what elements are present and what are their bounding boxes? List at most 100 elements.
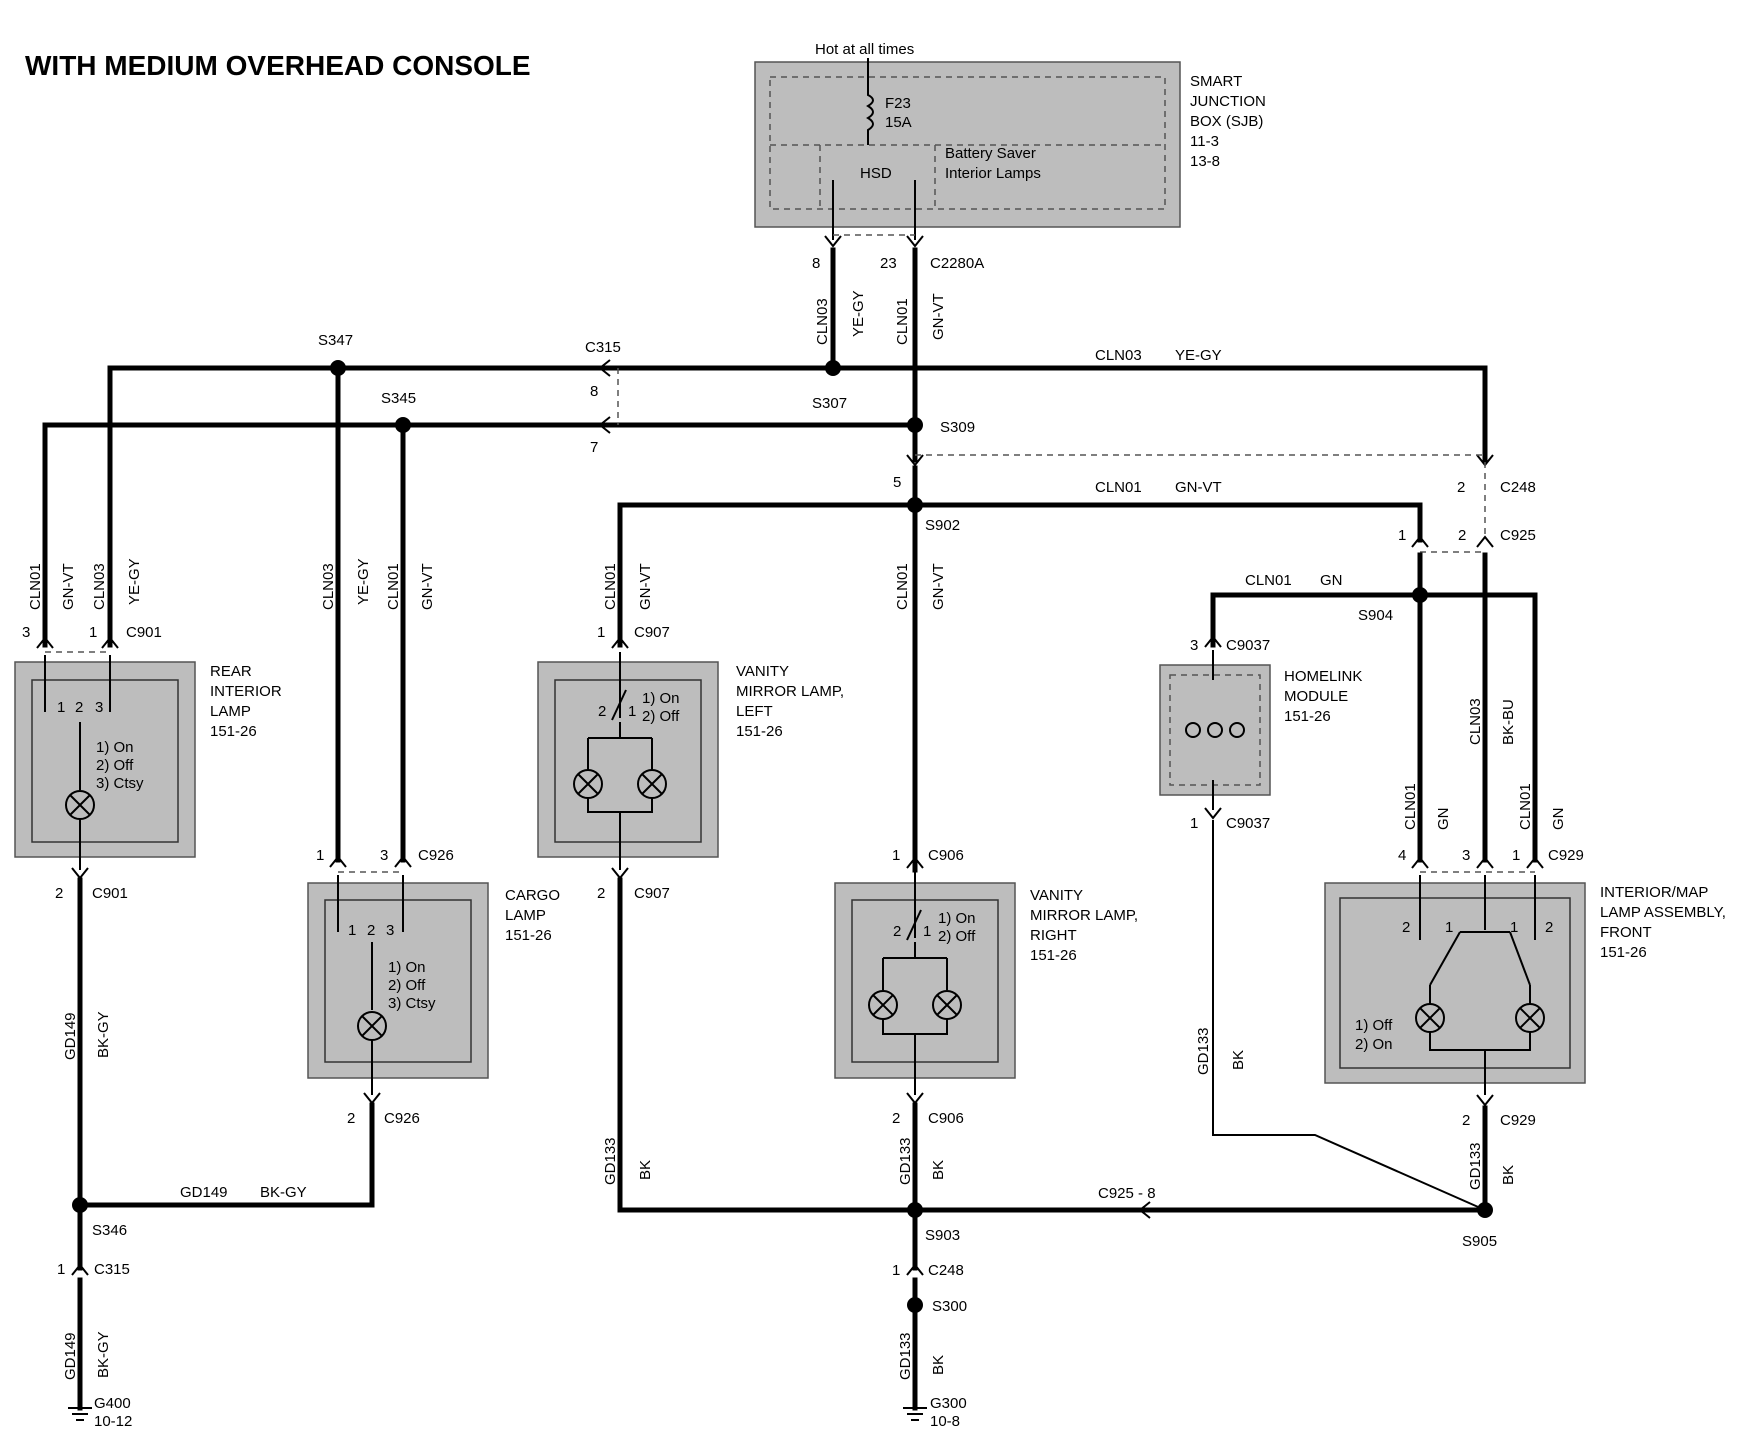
c2280a-pin8: 8 (812, 255, 820, 272)
c315-pin1: 1 (57, 1261, 65, 1278)
cargo-opt2: 2) Off (388, 977, 426, 994)
front-bulb-left-cross (1419, 1007, 1441, 1029)
rear-ref: 151-26 (210, 723, 257, 740)
front-pin4-arrow (1411, 856, 1429, 869)
rear-name-3: LAMP (210, 703, 251, 720)
c2280a-pin23: 23 (880, 255, 897, 272)
hl-pin-bottom: 1 (1190, 815, 1198, 832)
cargo-bulb-cross (361, 1015, 383, 1037)
splice-s307 (825, 360, 841, 376)
c248-pin2: 2 (1457, 479, 1465, 496)
rear-cln01-label: CLN01 (27, 563, 44, 610)
vr-cln01-label: CLN01 (894, 563, 911, 610)
rear-opt3: 3) Ctsy (96, 775, 144, 792)
vr-inner (851, 899, 999, 1063)
gd133-label-vl: GD133 (602, 1137, 619, 1185)
hl-button-1-icon (1185, 722, 1201, 738)
c315-pin8-arrow (598, 359, 611, 377)
sjb-name-3: BOX (SJB) (1190, 113, 1263, 130)
bk-gy-label-g400: BK-GY (95, 1331, 112, 1378)
front-name-1: INTERIOR/MAP (1600, 884, 1708, 901)
gd149-label-g400: GD149 (62, 1332, 79, 1380)
gd133-label-vr: GD133 (897, 1137, 914, 1185)
cargo-opt3: 3) Ctsy (388, 995, 436, 1012)
rear-ye-gy-label: YE-GY (126, 558, 143, 605)
hl-pin-top: 3 (1190, 637, 1198, 654)
vr-sw-1: 1 (923, 923, 931, 940)
gd133-label-hl: GD133 (1195, 1027, 1212, 1075)
rear-opt1: 1) On (96, 739, 134, 756)
cargo-gn-vt-label: GN-VT (419, 563, 436, 610)
ground-g400-icon (68, 1407, 92, 1421)
s902-label: S902 (925, 517, 960, 534)
cln01-label-sjb: CLN01 (894, 298, 911, 345)
vl-internal-wiring (587, 722, 653, 870)
cargo-cln01-label: CLN01 (385, 563, 402, 610)
gd133-label-front: GD133 (1467, 1142, 1484, 1190)
gn-vt-label-sjb: GN-VT (930, 293, 947, 340)
sjb-battery-saver-1: Battery Saver (945, 145, 1036, 162)
vl-bulb-right-cross (641, 773, 663, 795)
c925-pin2-arrow (1476, 535, 1494, 548)
cargo-pin1: 1 (316, 847, 324, 864)
cargo-pin3-arrow (394, 855, 412, 868)
rear-opt2: 2) Off (96, 757, 134, 774)
bk-gy-label-rear: BK-GY (95, 1011, 112, 1058)
ye-gy-label-bus: YE-GY (1175, 347, 1222, 364)
s903-label: S903 (925, 1227, 960, 1244)
front-pin2-arrow (1476, 1094, 1494, 1107)
vl-name-2: MIRROR LAMP, (736, 683, 844, 700)
rear-pin3: 3 (22, 624, 30, 641)
rear-sw-1: 1 (57, 699, 65, 716)
vl-bulb-right-icon (637, 769, 667, 799)
front-sw-1a: 1 (1445, 919, 1453, 936)
s905-label: S905 (1462, 1233, 1497, 1250)
rear-bulb-cross (69, 794, 91, 816)
vr-opt2: 2) Off (938, 928, 976, 945)
rear-sw-3: 3 (95, 699, 103, 716)
rear-pin-bottom: 2 (55, 885, 63, 902)
cln03-label-bus: CLN03 (1095, 347, 1142, 364)
front-conn-top: C929 (1548, 847, 1584, 864)
front-cln01-label-a: CLN01 (1402, 783, 1419, 830)
c315-label-bottom: C315 (94, 1261, 130, 1278)
rear-pin3-arrow (36, 636, 54, 649)
hl-button-2-icon (1207, 722, 1223, 738)
sjb-name-2: JUNCTION (1190, 93, 1266, 110)
s307-label: S307 (812, 395, 847, 412)
front-pin3-arrow (1476, 856, 1494, 869)
vl-opt2: 2) Off (642, 708, 680, 725)
vr-conn-top: C906 (928, 847, 964, 864)
vr-pin-top: 1 (892, 847, 900, 864)
vanity-mirror-lamp-right: 1 C906 2 1 1) On 2) Off VANITY MIRROR LA… (834, 847, 1138, 1127)
front-internal-wiring (1429, 985, 1531, 1095)
c925-pin2: 2 (1458, 527, 1466, 544)
front-bulb-right-cross (1519, 1007, 1541, 1029)
g300-ref: 10-8 (930, 1413, 960, 1430)
cln03-label-sjb: CLN03 (814, 298, 831, 345)
cargo-sw-3: 3 (386, 922, 394, 939)
vr-bulb-left-icon (868, 990, 898, 1020)
gd149-label-rear: GD149 (62, 1012, 79, 1060)
rear-sw-2: 2 (75, 699, 83, 716)
vl-pin-top: 1 (597, 624, 605, 641)
vr-gn-vt-label: GN-VT (930, 563, 947, 610)
vl-ref: 151-26 (736, 723, 783, 740)
c248-pin5: 5 (893, 474, 901, 491)
rear-name-1: REAR (210, 663, 252, 680)
vr-bulb-right-icon (932, 990, 962, 1020)
hl-pin1-arrow (1204, 807, 1222, 820)
c925-pin1-arrow (1411, 535, 1429, 548)
rear-name-2: INTERIOR (210, 683, 282, 700)
g400-ref: 10-12 (94, 1413, 132, 1430)
sjb-ref-1: 11-3 (1190, 133, 1219, 150)
vl-gn-vt-label: GN-VT (637, 563, 654, 610)
sjb-supply-label: Hot at all times (815, 41, 914, 58)
c925-8-label: C925 - 8 (1098, 1185, 1156, 1202)
vanity-mirror-lamp-left: 1 C907 2 1 1) On 2) Off VANITY MIRROR LA… (537, 624, 844, 902)
front-cln01-label-b: CLN01 (1517, 783, 1534, 830)
splice-s903 (907, 1202, 923, 1218)
splice-s300 (907, 1297, 923, 1313)
vr-name-2: MIRROR LAMP, (1030, 907, 1138, 924)
bk-label-front: BK (1500, 1165, 1517, 1185)
